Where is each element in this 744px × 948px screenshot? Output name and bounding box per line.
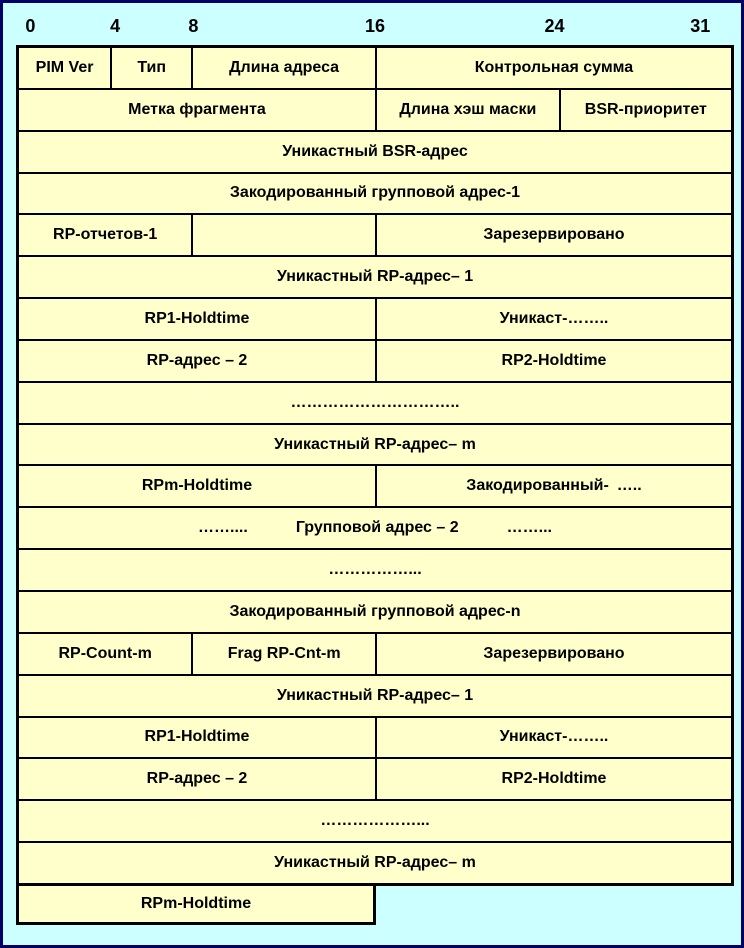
- field-label: Закодированный групповой адрес-n: [229, 602, 521, 620]
- packet-row: Уникастный RP-адрес– m: [19, 841, 731, 883]
- packet-row: Закодированный групповой адрес-n: [19, 589, 731, 632]
- field-label: Метка фрагмента: [128, 100, 266, 118]
- field-cell: RPm-Holdtime: [19, 466, 375, 506]
- field-label: …………………………..: [290, 393, 460, 411]
- packet-row: RP1-Holdtime Уникаст-……..: [19, 715, 731, 758]
- field-label: ……………...: [328, 561, 422, 579]
- field-cell: Закодированный- …..: [375, 466, 731, 507]
- packet-row: ………………...: [19, 799, 731, 841]
- field-label: RP-адрес – 2: [146, 770, 248, 788]
- packet-row: RP-Count-m Frag RP-Cnt-m Зарезервировано: [19, 631, 731, 674]
- field-label: RP-Count-m: [58, 644, 152, 662]
- bit-ruler-label: 0: [25, 16, 36, 36]
- field-cell: [191, 215, 375, 256]
- field-label: Длина хэш маски: [399, 100, 537, 118]
- packet-row: Уникастный RP-адрес– m: [19, 422, 731, 465]
- field-cell: RP-отчетов-1: [19, 215, 191, 255]
- field-cell: BSR-приоритет: [558, 89, 731, 130]
- field-label: RP1-Holdtime: [144, 728, 250, 746]
- field-cell: Метка фрагмента: [19, 90, 375, 130]
- field-label: PIM Ver: [35, 58, 94, 76]
- packet-row: Уникастный RP-адрес– 1: [19, 673, 731, 716]
- field-cell: Уникаст-……..: [375, 717, 731, 758]
- footer-field-cell: RPm-Holdtime: [16, 886, 376, 925]
- packet-row: RP-адрес – 2 RP2-Holdtime: [19, 757, 731, 800]
- field-label: Закодированный групповой адрес-1: [229, 184, 521, 202]
- field-cell: Frag RP-Cnt-m: [191, 633, 375, 674]
- packet-row: …………………………..: [19, 380, 731, 423]
- field-label: Контрольная сумма: [474, 58, 634, 76]
- bit-ruler-label: 8: [188, 16, 199, 36]
- field-cell: Закодированный групповой адрес-1: [19, 174, 731, 214]
- field-label: Закодированный- …..: [466, 477, 642, 495]
- field-label: Уникастный RP-адрес– m: [274, 435, 476, 453]
- field-cell: Контрольная сумма: [374, 48, 731, 88]
- packet-row: RP-адрес – 2 RP2-Holdtime: [19, 338, 731, 381]
- packet-row: Уникастный BSR-адрес: [19, 129, 731, 172]
- bit-ruler-label: 24: [544, 16, 565, 36]
- field-label: Зарезервировано: [483, 644, 625, 662]
- packet-row: Метка фрагмента Длина хэш маски BSR-приори…: [19, 87, 731, 130]
- field-cell: Длина адреса: [191, 48, 375, 88]
- field-label: ………………...: [320, 812, 430, 830]
- field-cell: ……………...: [19, 550, 731, 590]
- packet-row: ……………...: [19, 548, 731, 590]
- field-cell: RP2-Holdtime: [375, 340, 731, 381]
- field-label: Тип: [137, 58, 167, 76]
- packet-row: RPm-Holdtime Закодированный- …..: [19, 464, 731, 507]
- field-cell: RP-Count-m: [19, 634, 191, 674]
- field-cell: Уникаст-……..: [375, 299, 731, 339]
- field-cell: RP2-Holdtime: [375, 759, 731, 800]
- field-label: RP-адрес – 2: [146, 351, 248, 369]
- field-label: BSR-приоритет: [584, 100, 707, 118]
- field-cell: PIM Ver: [19, 48, 110, 88]
- field-cell: …….... Групповой адрес – 2 ……...: [19, 508, 731, 548]
- field-label: Уникастный RP-адрес– m: [274, 853, 476, 871]
- field-cell: …………………………..: [19, 383, 731, 423]
- field-cell: RP-адрес – 2: [19, 759, 375, 799]
- field-cell: Уникастный RP-адрес– m: [19, 843, 731, 883]
- bit-ruler-label: 16: [364, 16, 386, 36]
- field-label: RP2-Holdtime: [501, 770, 607, 788]
- field-cell: Закодированный групповой адрес-n: [19, 592, 731, 632]
- field-label: RP1-Holdtime: [144, 309, 250, 327]
- field-cell: Уникастный RP-адрес– 1: [19, 676, 731, 716]
- packet-row: PIM Ver Тип Длина адреса Контрольная сумма: [19, 48, 731, 88]
- packet-row: …….... Групповой адрес – 2 ……...: [19, 506, 731, 548]
- field-cell: Зарезервировано: [374, 215, 731, 256]
- field-label: Frag RP-Cnt-m: [227, 644, 341, 662]
- field-label: Зарезервировано: [483, 226, 625, 244]
- field-cell: Зарезервировано: [374, 633, 731, 674]
- field-label: Уникаст-……..: [499, 309, 609, 327]
- field-cell: ………………...: [19, 801, 731, 841]
- bit-ruler: 0 4 8 16 24 31: [16, 11, 734, 41]
- field-label: …….... Групповой адрес – 2 ……...: [198, 519, 552, 537]
- field-label: Уникаст-……..: [499, 728, 609, 746]
- field-label: RP-отчетов-1: [53, 226, 158, 244]
- bit-ruler-label: 31: [690, 16, 711, 36]
- field-cell: Уникастный BSR-адрес: [19, 132, 731, 172]
- packet-row: Закодированный групповой адрес-1: [19, 171, 731, 214]
- field-cell: RP1-Holdtime: [19, 718, 375, 758]
- bit-ruler-label: 4: [110, 16, 121, 36]
- field-label: Уникастный BSR-адрес: [282, 142, 468, 160]
- footer-field-label: RPm-Holdtime: [140, 895, 252, 912]
- field-cell: Уникастный RP-адрес– 1: [19, 257, 731, 297]
- field-label: Уникастный RP-адрес– 1: [276, 686, 474, 704]
- field-cell: Уникастный RP-адрес– m: [19, 425, 731, 465]
- field-label: Длина адреса: [229, 58, 340, 76]
- field-label: RP2-Holdtime: [501, 351, 607, 369]
- packet-row: Уникастный RP-адрес– 1: [19, 255, 731, 297]
- packet-row: RP1-Holdtime Уникаст-……..: [19, 297, 731, 339]
- field-label: Уникастный RP-адрес– 1: [276, 268, 474, 286]
- packet-row: RP-отчетов-1 Зарезервировано: [19, 213, 731, 256]
- field-cell: RP1-Holdtime: [19, 299, 375, 339]
- field-cell: Тип: [110, 48, 191, 88]
- field-cell: RP-адрес – 2: [19, 341, 375, 381]
- field-label: RPm-Holdtime: [141, 477, 253, 495]
- field-cell: Длина хэш маски: [375, 89, 559, 130]
